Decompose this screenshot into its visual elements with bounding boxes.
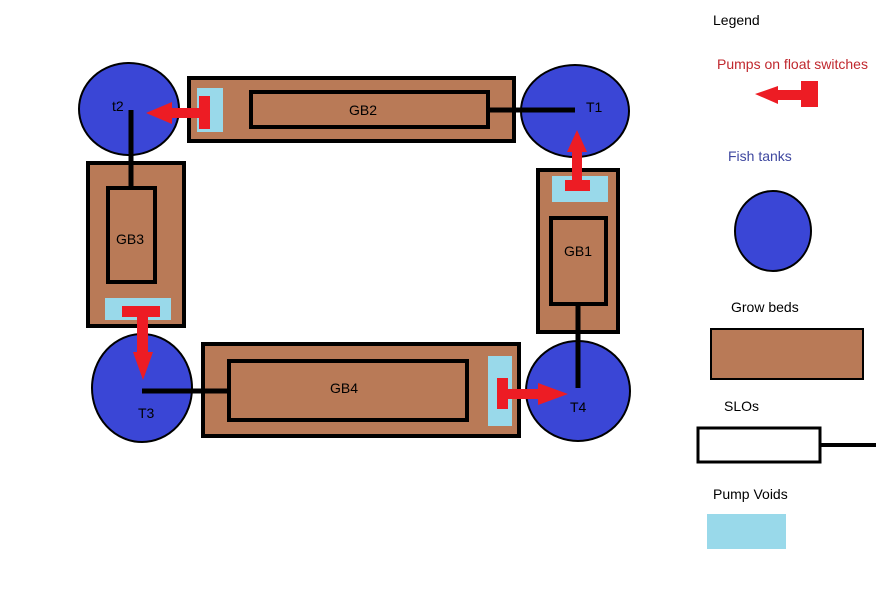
bed-label-gb2: GB2	[349, 102, 377, 118]
legend-beds-label: Grow beds	[731, 299, 799, 315]
slo-gb3	[106, 186, 157, 284]
slo-gb1	[549, 216, 608, 306]
tank-label-t2: t2	[112, 98, 124, 114]
legend-tanks-label: Fish tanks	[728, 148, 792, 164]
legend-slo-swatch	[696, 426, 822, 464]
tank-label-t1: T1	[586, 99, 603, 115]
pump-arrow-gb1-t1	[565, 130, 590, 191]
bed-label-gb1: GB1	[564, 243, 592, 259]
legend-pump-arrow	[755, 81, 818, 107]
pump-arrow-gb2-t2	[146, 96, 210, 129]
legend-bed-swatch	[710, 328, 864, 380]
pump-arrow-gb3-t3	[122, 306, 160, 380]
legend-tank-swatch	[734, 190, 812, 272]
tank-label-t3: T3	[138, 405, 155, 421]
slo-gb4	[227, 359, 469, 422]
legend-slos-label: SLOs	[724, 398, 759, 414]
tank-label-t4: T4	[570, 399, 587, 415]
bed-label-gb4: GB4	[330, 380, 358, 396]
bed-label-gb3: GB3	[116, 231, 144, 247]
slo-gb2	[249, 90, 490, 129]
legend-void-swatch	[707, 514, 786, 549]
pump-arrow-gb4-t4	[497, 378, 568, 409]
legend-voids-label: Pump Voids	[713, 486, 788, 502]
legend: Legend Pumps on float switches Fish tank…	[696, 12, 876, 549]
legend-title: Legend	[713, 12, 760, 28]
legend-pumps-label: Pumps on float switches	[717, 56, 868, 72]
